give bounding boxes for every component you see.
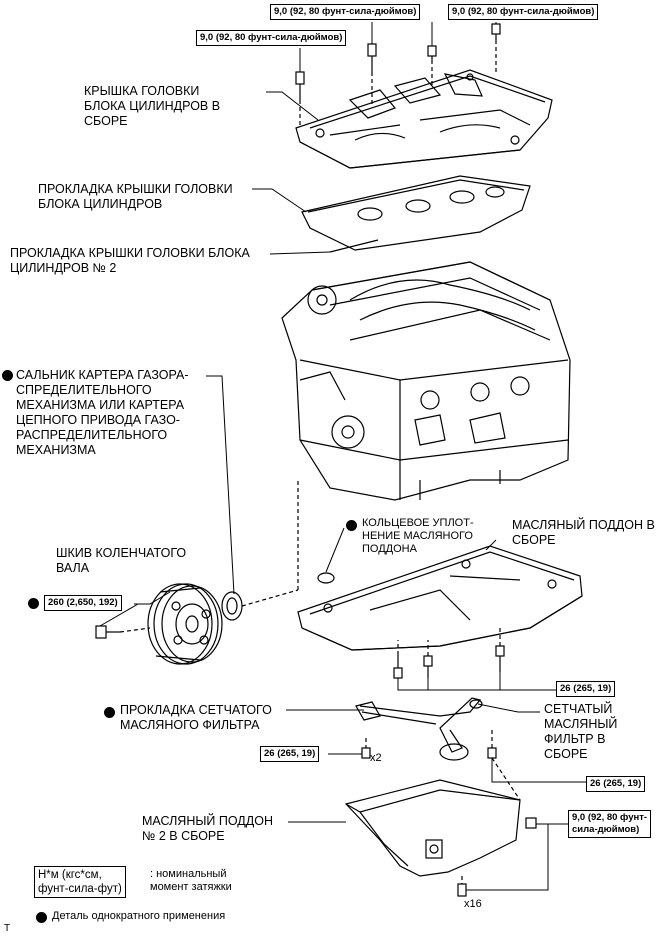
torque-cover-left: 9,0 (92, 80 фунт-сила-дюймов) [196, 30, 347, 46]
label-oil-seal: САЛЬНИК КАРТЕРА ГАЗОРА- СПРЕДЕЛИТЕЛЬНОГО… [16, 368, 189, 457]
oil-pan-drawing [297, 545, 583, 651]
label-oil-pan: МАСЛЯНЫЙ ПОДДОН В СБОРЕ [512, 518, 655, 547]
oil-pan-2-drawing [344, 779, 521, 877]
legend-single-use-dot [36, 912, 47, 923]
label-cylinder-head-cover: КРЫШКА ГОЛОВКИ БЛОКА ЦИЛИНДРОВ В СБОРЕ [84, 84, 221, 128]
oil-seal-drawing [221, 591, 243, 621]
torque-strainer-right: 26 (265, 19) [586, 776, 646, 792]
label-cover-gasket: ПРОКЛАДКА КРЫШКИ ГОЛОВКИ БЛОКА ЦИЛИНДРОВ [38, 182, 233, 211]
cylinder-head-cover-drawing [295, 69, 553, 169]
single-use-marker-strainer-gasket [104, 707, 115, 718]
oil-pan-bolts [393, 645, 505, 679]
single-use-marker-pulley [28, 598, 39, 609]
cover-gasket-drawing [301, 175, 531, 251]
strainer-gasket-drawing [355, 701, 381, 721]
legend-single-use-text: Деталь однократного применения [52, 910, 226, 922]
single-use-marker-oil-seal [2, 370, 13, 381]
label-strainer-gasket: ПРОКЛАДКА СЕТЧАТОГО МАСЛЯНОГО ФИЛЬТРА [120, 703, 272, 732]
torque-oil-pan: 26 (265, 19) [556, 681, 616, 697]
torque-oil-pan-2: 9,0 (92, 80 фунт- сила-дюймов) [568, 810, 652, 838]
count-x16: x16 [464, 898, 482, 910]
cover-bolts [295, 23, 501, 100]
label-cover-gasket-2: ПРОКЛАДКА КРЫШКИ ГОЛОВКИ БЛОКА ЦИЛИНДРОВ… [10, 246, 250, 275]
legend-torque-box: Н*м (кгс*см, фунт-сила-фут) [34, 866, 126, 898]
oil-strainer-drawing [359, 697, 483, 761]
label-oil-pan-2: МАСЛЯНЫЙ ПОДДОН № 2 В СБОРЕ [142, 814, 273, 843]
cover-gasket-2-drawing [329, 239, 379, 253]
torque-strainer-bolt: 26 (265, 19) [260, 746, 320, 762]
single-use-marker-o-ring [346, 520, 357, 531]
legend-torque-desc: : номинальный момент затяжки [150, 868, 232, 893]
o-ring-drawing [317, 572, 335, 584]
label-crankshaft-pulley: ШКИВ КОЛЕНЧАТОГО ВАЛА [56, 546, 187, 575]
torque-pulley: 260 (2,650, 192) [44, 595, 122, 611]
label-o-ring: КОЛЬЦЕВОЕ УПЛОТ- НЕНИЕ МАСЛЯНОГО ПОДДОНА [362, 517, 474, 555]
torque-cover-top-left: 9,0 (92, 80 фунт-сила-дюймов) [270, 4, 421, 20]
engine-block-drawing [281, 261, 571, 501]
label-oil-strainer: СЕТЧАТЫЙ МАСЛЯНЫЙ ФИЛЬТР В СБОРЕ [544, 702, 618, 761]
crankshaft-pulley-drawing [147, 583, 223, 665]
corner-mark: T [4, 923, 11, 934]
count-x2: x2 [370, 752, 382, 764]
torque-cover-top-right: 9,0 (92, 80 фунт-сила-дюймов) [448, 4, 599, 20]
